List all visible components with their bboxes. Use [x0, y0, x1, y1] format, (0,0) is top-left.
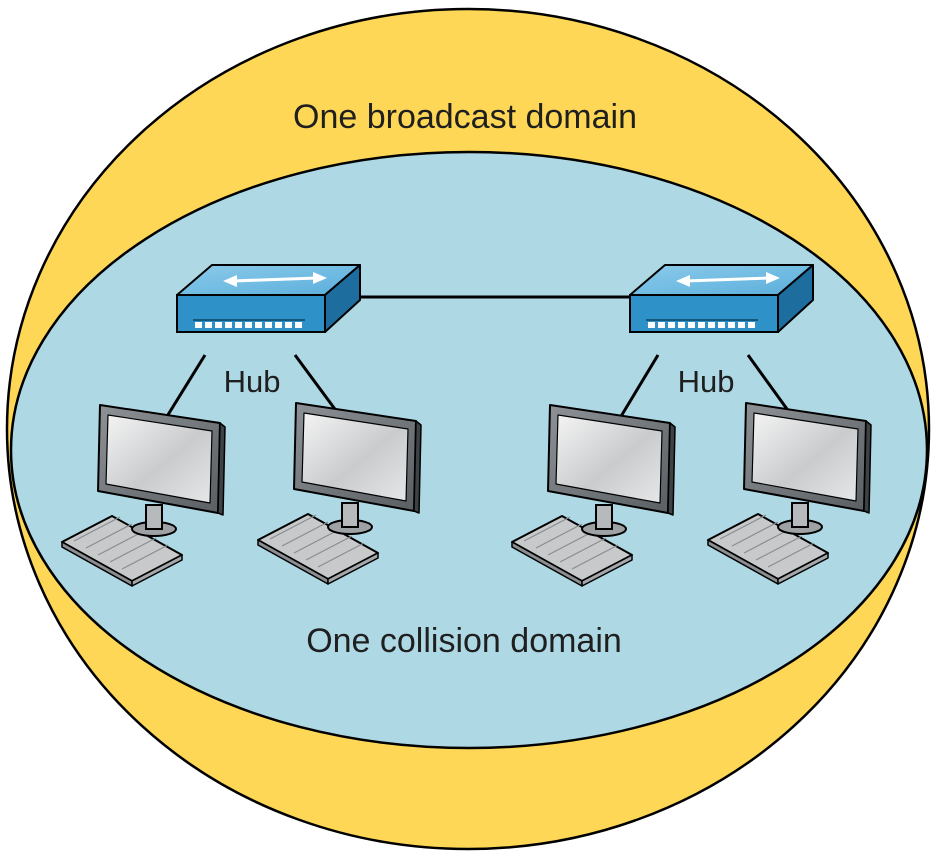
hub-right-to-pc4-link: [746, 354, 794, 417]
network-links: [164, 295, 794, 419]
hub-left-label: Hub: [224, 364, 281, 399]
hub-left-to-pc2-link: [293, 354, 342, 417]
hub-right-label: Hub: [678, 364, 735, 399]
hub-right-icon: [628, 263, 815, 334]
broadcast-domain-label: One broadcast domain: [293, 98, 637, 136]
collision-domain-label: One collision domain: [306, 622, 622, 660]
hub-right-to-pc3-link: [618, 354, 660, 419]
hub-left-icon: [175, 263, 362, 334]
hub-left-to-pc1-link: [164, 354, 207, 419]
